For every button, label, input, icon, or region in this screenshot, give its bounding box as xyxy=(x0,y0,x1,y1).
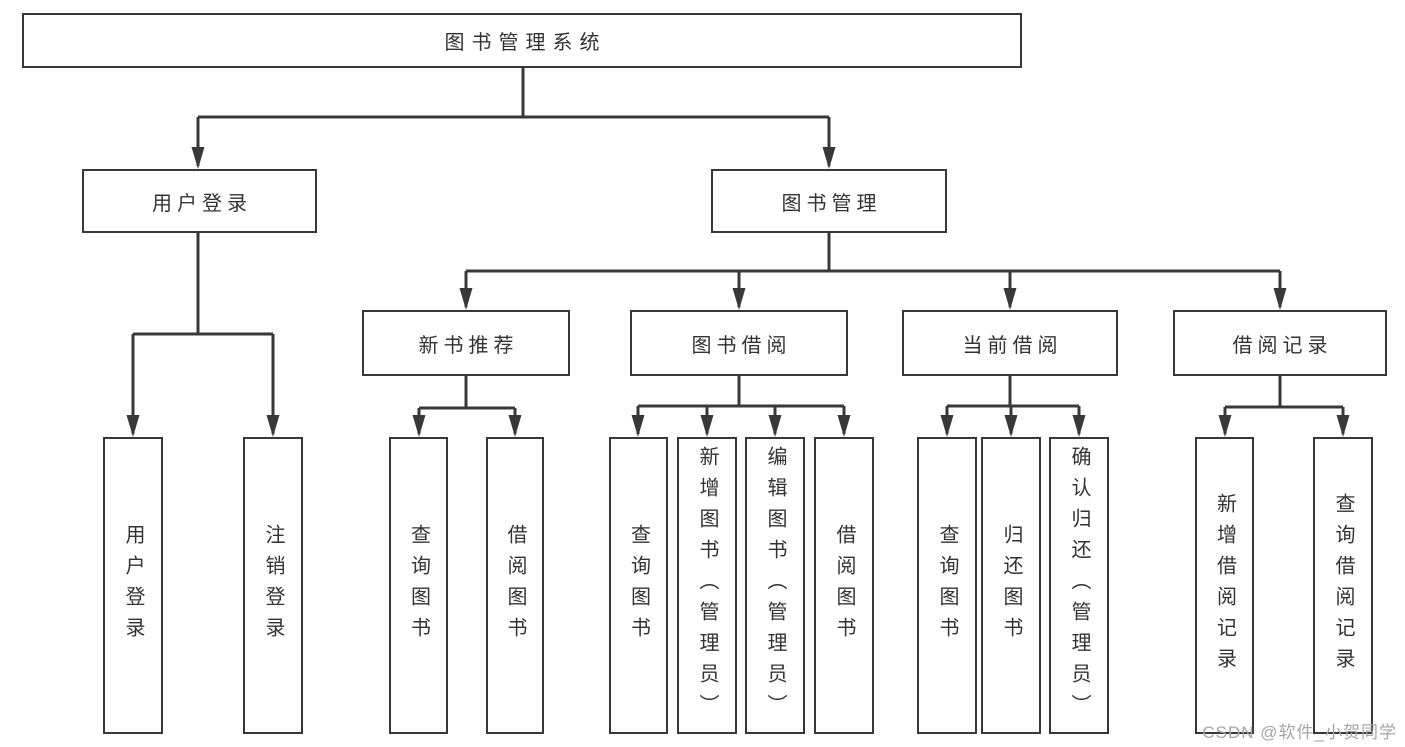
arrowhead xyxy=(1336,415,1350,437)
node-query-books-current: 查询图书 xyxy=(917,437,977,734)
arrowhead xyxy=(768,415,782,437)
node-new-book-recommend: 新书推荐 xyxy=(362,310,570,376)
arrowhead xyxy=(940,415,954,437)
node-login-leaf: 用户登录 xyxy=(103,437,163,734)
node-borrow-books-recommend: 借阅图书 xyxy=(486,437,544,734)
connector-root-branch xyxy=(196,68,831,166)
node-edit-book-admin-label: 编辑图书（管理员） xyxy=(764,446,786,725)
node-logout-leaf-label: 注销登录 xyxy=(262,523,284,648)
arrowhead xyxy=(631,415,645,437)
arrowhead xyxy=(1003,288,1017,310)
node-query-books-borrow: 查询图书 xyxy=(609,437,668,734)
node-logout-leaf: 注销登录 xyxy=(243,437,303,734)
node-add-book-admin: 新增图书（管理员） xyxy=(677,437,737,734)
node-library-management-system: 图书管理系统 xyxy=(22,13,1022,68)
node-return-book-label: 归还图书 xyxy=(1000,523,1022,648)
node-return-book: 归还图书 xyxy=(981,437,1041,734)
node-current-borrow: 当前借阅 xyxy=(902,310,1118,376)
node-book-borrow: 图书借阅 xyxy=(630,310,848,376)
arrowhead xyxy=(1072,415,1086,437)
arrowhead xyxy=(1004,415,1018,437)
arrowhead xyxy=(837,415,851,437)
node-query-books-current-label: 查询图书 xyxy=(936,523,958,648)
arrowhead xyxy=(1218,415,1232,437)
node-book-management: 图书管理 xyxy=(711,169,947,233)
node-borrow-books-leaf-label: 借阅图书 xyxy=(833,523,855,648)
connector-borrow-record-branch xyxy=(1223,376,1345,434)
node-user-login: 用户登录 xyxy=(82,169,317,233)
node-add-book-admin-label: 新增图书（管理员） xyxy=(696,446,718,725)
arrowhead xyxy=(412,415,426,437)
arrowhead xyxy=(459,288,473,310)
node-borrow-books-leaf: 借阅图书 xyxy=(814,437,874,734)
node-confirm-return-admin-label: 确认归还（管理员） xyxy=(1068,446,1090,725)
node-query-books-recommend: 查询图书 xyxy=(389,437,448,734)
csdn-watermark: CSDN @软件_小贺同学 xyxy=(1202,723,1397,742)
arrowheads xyxy=(126,147,1350,437)
arrowhead xyxy=(732,288,746,310)
arrowhead xyxy=(266,415,280,437)
arrowhead xyxy=(191,147,205,169)
node-add-borrow-record-label: 新增借阅记录 xyxy=(1213,492,1236,679)
node-edit-book-admin: 编辑图书（管理员） xyxy=(745,437,805,734)
connector-book-mgmt-branch xyxy=(464,233,1282,307)
arrowhead xyxy=(822,147,836,169)
node-borrow-books-recommend-label: 借阅图书 xyxy=(504,523,526,648)
node-query-books-recommend-label: 查询图书 xyxy=(407,523,430,648)
node-query-borrow-record-label: 查询借阅记录 xyxy=(1332,492,1354,679)
arrowhead xyxy=(1273,288,1287,310)
arrowhead xyxy=(126,415,140,437)
connector-new-book-branch xyxy=(417,376,517,434)
node-login-leaf-label: 用户登录 xyxy=(122,523,144,648)
connector-book-borrow-branch xyxy=(636,376,846,434)
node-query-borrow-record: 查询借阅记录 xyxy=(1313,437,1373,734)
arrowhead xyxy=(700,415,714,437)
node-add-borrow-record: 新增借阅记录 xyxy=(1195,437,1254,734)
arrowhead xyxy=(508,415,522,437)
node-confirm-return-admin: 确认归还（管理员） xyxy=(1049,437,1109,734)
connector-user-login-branch xyxy=(131,233,275,434)
node-query-books-borrow-label: 查询图书 xyxy=(627,523,650,648)
node-borrow-records: 借阅记录 xyxy=(1173,310,1387,376)
